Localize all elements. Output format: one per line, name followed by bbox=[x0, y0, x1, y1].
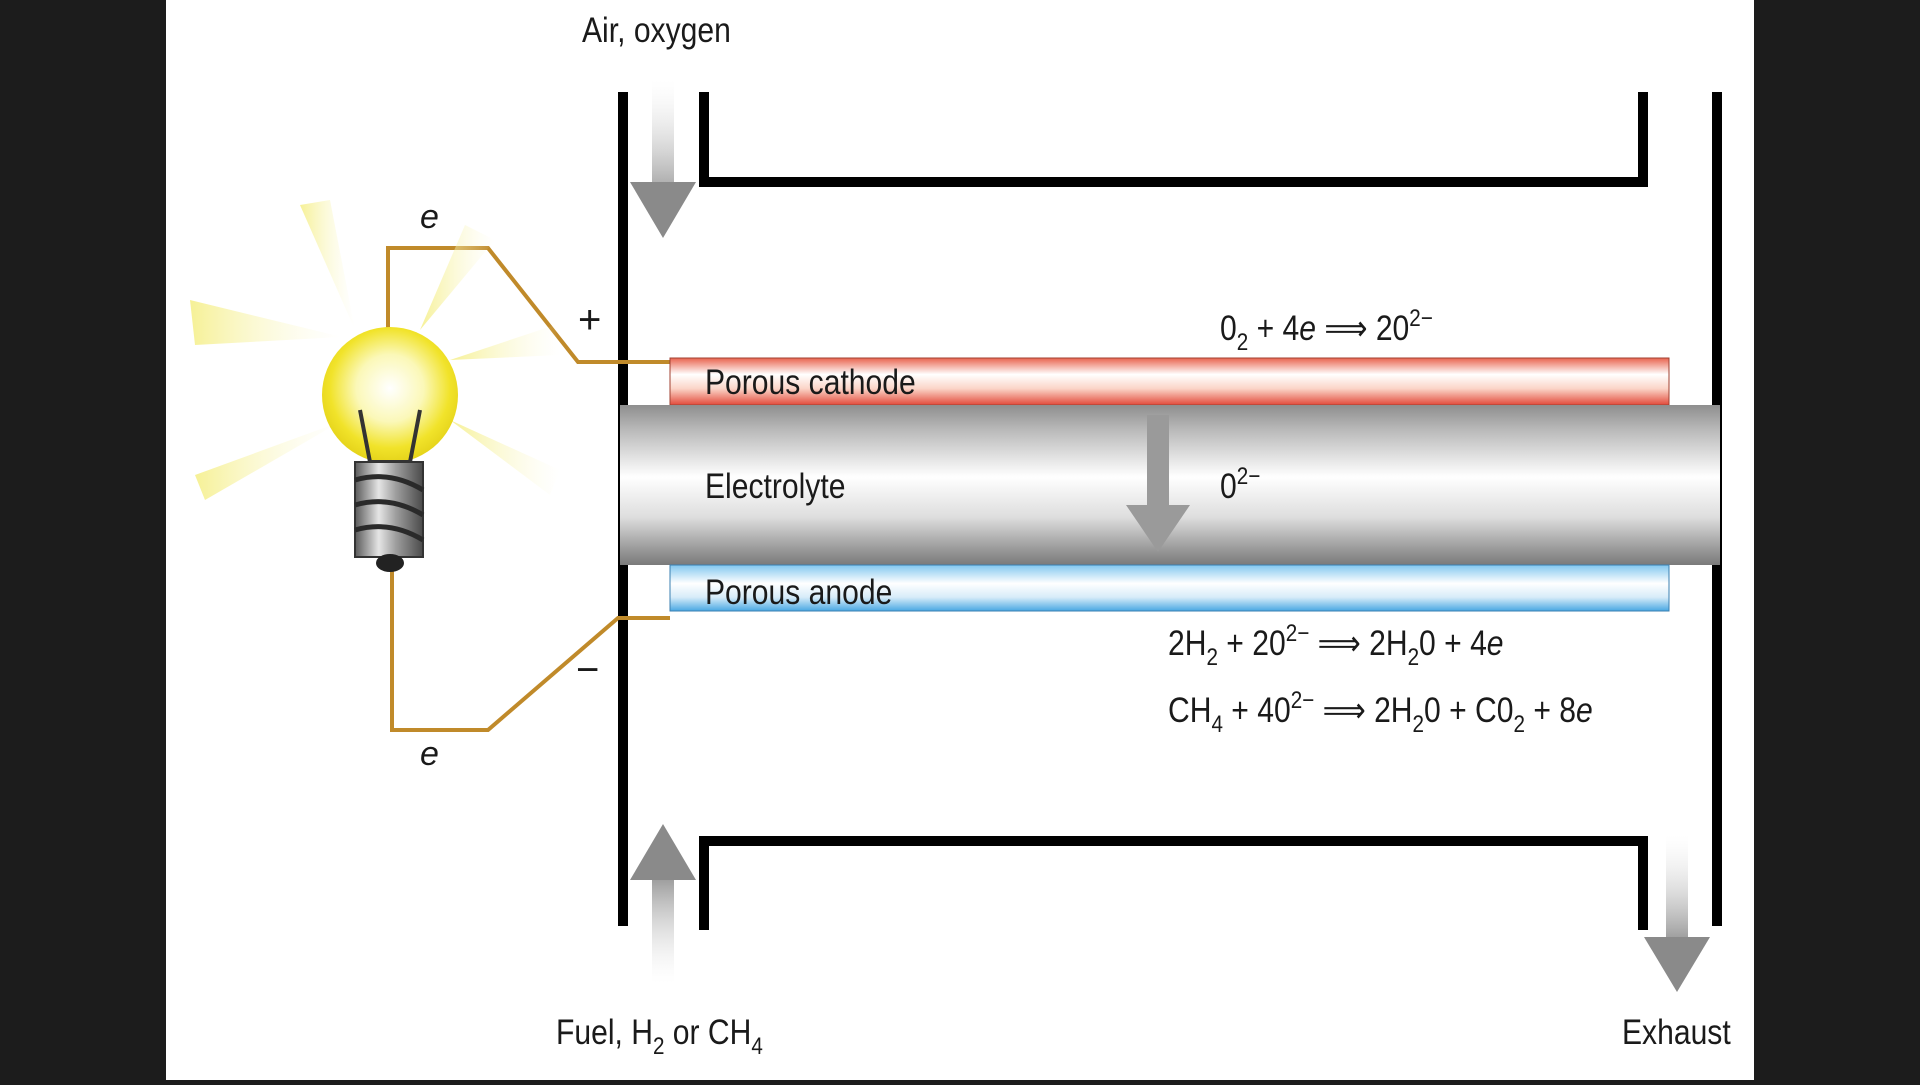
electron-label-top: e bbox=[420, 198, 439, 236]
cathode-reaction-equation: 02 + 4e ⟹ 202− bbox=[1220, 305, 1433, 356]
porous-anode bbox=[669, 564, 1670, 612]
exhaust-label: Exhaust bbox=[1622, 1012, 1731, 1052]
electron-label-bottom: e bbox=[420, 735, 439, 773]
anode-reaction-h2-equation: 2H2 + 202− ⟹ 2H20 + 4e bbox=[1168, 620, 1504, 671]
porous-cathode bbox=[669, 357, 1670, 406]
bulb-glow-rays bbox=[190, 200, 560, 500]
electrolyte-label: Electrolyte bbox=[705, 466, 845, 506]
positive-terminal-label: + bbox=[578, 298, 601, 342]
air-inlet-label: Air, oxygen bbox=[582, 10, 731, 50]
fuel-channel-frame bbox=[699, 836, 1648, 930]
air-channel-frame bbox=[699, 92, 1648, 187]
light-bulb-icon bbox=[190, 200, 560, 572]
oxide-ion-arrow bbox=[1126, 415, 1190, 552]
oxide-ion-label: 02− bbox=[1220, 463, 1260, 506]
negative-terminal-label: − bbox=[576, 648, 599, 692]
fuel-inlet-arrow bbox=[630, 824, 696, 983]
electrolyte bbox=[620, 405, 1720, 565]
anode-reaction-ch4-equation: CH4 + 402− ⟹ 2H20 + C02 + 8e bbox=[1168, 687, 1593, 738]
air-inlet-arrow bbox=[630, 80, 696, 238]
exhaust-arrow bbox=[1644, 835, 1710, 992]
anode-label: Porous anode bbox=[705, 572, 892, 612]
fuel-inlet-label: Fuel, H2 or CH4 bbox=[556, 1012, 763, 1060]
cathode-label: Porous cathode bbox=[705, 362, 916, 402]
